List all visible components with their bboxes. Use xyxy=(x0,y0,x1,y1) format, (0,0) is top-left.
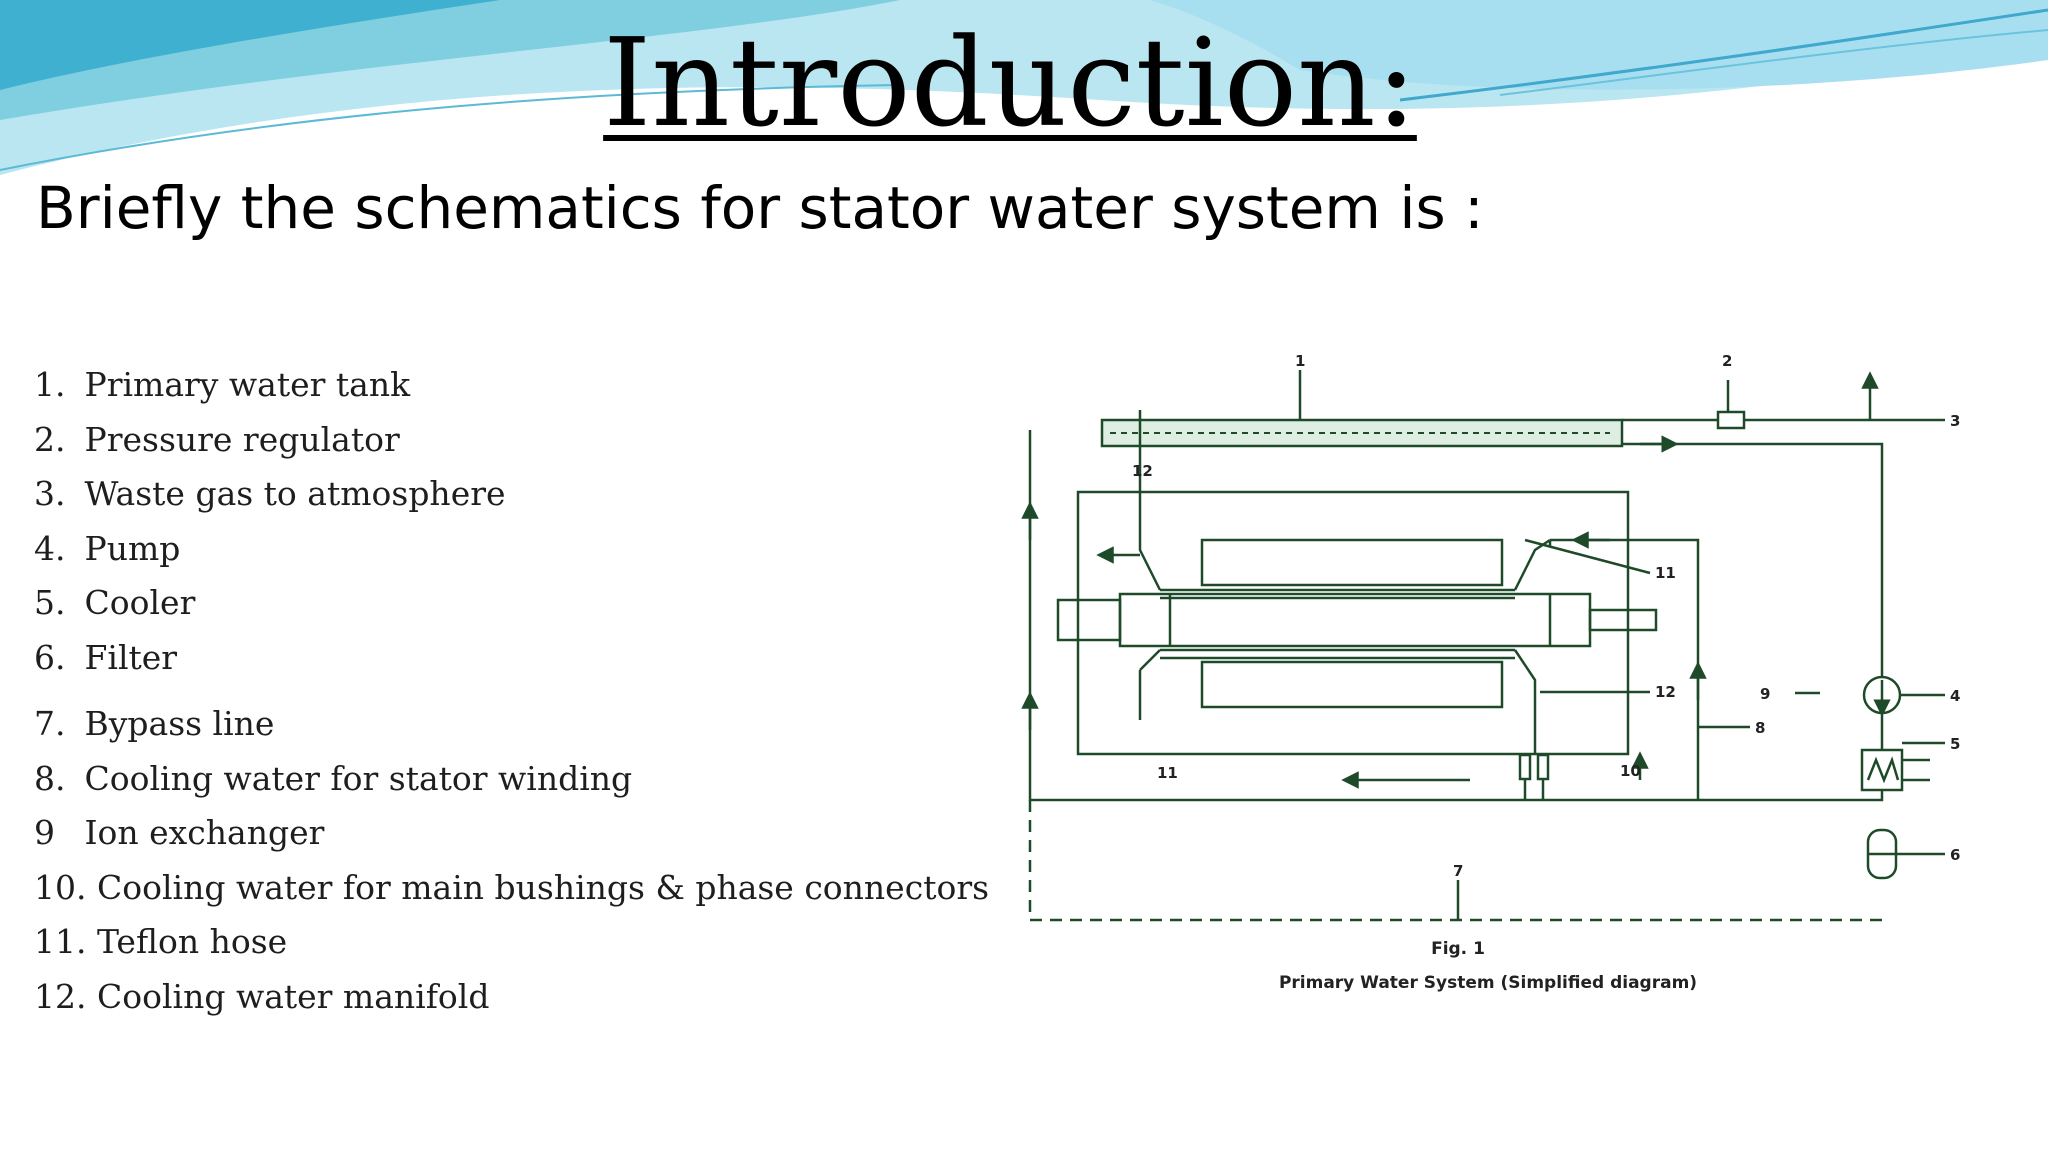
callout-2: 2 xyxy=(1722,352,1732,370)
legend-number: 6. xyxy=(34,637,66,677)
legend-label: Pressure regulator xyxy=(84,419,400,459)
legend-number: 10. xyxy=(34,867,87,907)
legend-number: 2. xyxy=(34,419,66,459)
primary-water-tank xyxy=(1100,418,1624,448)
component-legend: 1. Primary water tank 2. Pressure regula… xyxy=(34,358,989,1024)
callout-9: 9 xyxy=(1760,685,1770,703)
legend-item: 4. Pump xyxy=(34,522,989,577)
legend-item: 12. Cooling water manifold xyxy=(34,970,989,1025)
stator-core-bottom xyxy=(1200,660,1504,709)
legend-number: 11. xyxy=(34,922,87,961)
callout-6: 6 xyxy=(1950,846,1960,864)
legend-label: Cooling water manifold xyxy=(96,976,490,1016)
legend-label: Primary water tank xyxy=(84,365,411,404)
slide-subtitle: Briefly the schematics for stator water … xyxy=(36,174,1484,242)
callout-7: 7 xyxy=(1453,862,1463,880)
legend-label: Bypass line xyxy=(84,704,275,743)
callout-8: 8 xyxy=(1755,719,1765,737)
callout-11-bottom: 11 xyxy=(1157,764,1178,782)
figure-caption: Primary Water System (Simplified diagram… xyxy=(1279,973,1697,993)
legend-number: 8. xyxy=(34,758,66,798)
legend-number: 4. xyxy=(34,528,66,568)
header-wave-decoration xyxy=(0,0,2048,175)
callout-1: 1 xyxy=(1295,352,1305,370)
legend-item: 11. Teflon hose xyxy=(34,915,989,970)
stator-core-top xyxy=(1200,538,1504,587)
callout-11-top: 11 xyxy=(1655,564,1676,582)
legend-label: Cooling water for stator winding xyxy=(84,758,633,798)
legend-item: 5. Cooler xyxy=(34,576,989,631)
bypass-line xyxy=(1028,800,1882,922)
cooling-water-manifold-left xyxy=(1138,410,1162,591)
legend-item: 8. Cooling water for stator winding xyxy=(34,752,989,807)
callout-3: 3 xyxy=(1950,412,1960,430)
legend-label: Teflon hose xyxy=(96,922,288,961)
callout-10: 10 xyxy=(1620,762,1641,780)
figure-number: Fig. 1 xyxy=(1431,939,1485,959)
callout-12-top: 12 xyxy=(1132,462,1153,480)
pressure-regulator xyxy=(1716,410,1746,430)
teflon-hose-connector xyxy=(1518,753,1532,781)
legend-number: 1. xyxy=(34,365,66,404)
legend-label: Ion exchanger xyxy=(84,813,325,852)
legend-number: 5. xyxy=(34,583,66,622)
legend-number: 3. xyxy=(34,474,66,513)
main-return-pipe xyxy=(1028,430,1884,802)
callout-5: 5 xyxy=(1950,735,1960,753)
legend-number: 12. xyxy=(34,976,87,1016)
generator-frame xyxy=(1076,490,1630,756)
cooling-water-manifold-right xyxy=(1513,538,1551,755)
rotor-shaft xyxy=(1056,598,1122,642)
legend-item: 3. Waste gas to atmosphere xyxy=(34,467,989,522)
primary-water-system-diagram: 1 2 3 4 5 6 7 8 9 10 11 11 12 12 Fig. 1 … xyxy=(1021,352,1960,993)
legend-item: 9 Ion exchanger xyxy=(34,806,989,861)
legend-label: Filter xyxy=(84,637,178,677)
callout-4: 4 xyxy=(1950,687,1960,705)
slide-title-text: Introduction: xyxy=(603,12,1417,154)
slide-title: Introduction: xyxy=(0,18,2020,148)
legend-label: Pump xyxy=(84,528,181,568)
legend-label: Cooler xyxy=(84,583,196,622)
legend-item: 2. Pressure regulator xyxy=(34,413,989,468)
legend-item: 1. Primary water tank xyxy=(34,358,989,413)
legend-number: 7. xyxy=(34,704,66,743)
legend-label: Waste gas to atmosphere xyxy=(84,474,506,513)
callout-12-bottom: 12 xyxy=(1655,683,1676,701)
legend-item: 6. Filter xyxy=(34,631,989,686)
legend-label: Cooling water for main bushings & phase … xyxy=(96,867,990,907)
legend-item: 10. Cooling water for main bushings & ph… xyxy=(34,861,989,916)
legend-item: 7. Bypass line xyxy=(34,697,989,752)
legend-number: 9 xyxy=(34,813,55,852)
